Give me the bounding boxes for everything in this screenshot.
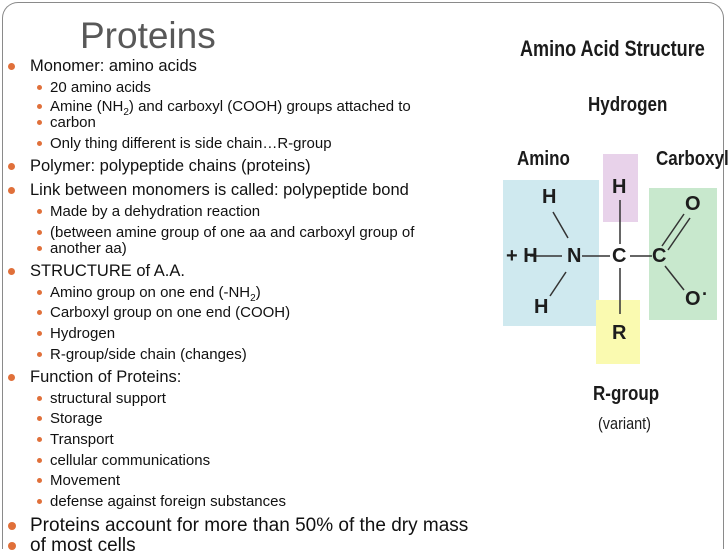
bond-c-o-single [664,265,685,291]
bullet-function-structural: structural support [37,390,166,407]
variant-label: (variant) [598,414,652,433]
diagram-title: Amino Acid Structure [520,36,705,61]
bullet-amino-group: Amino group on one end (-NH2) [37,284,261,304]
bullet-function-defense: defense against foreign substances [37,493,286,510]
atom-h-amino-bottom: H [534,296,549,318]
amino-group-box [503,180,599,326]
bond-n-h-bottom [549,271,567,297]
atom-h-amino-top: H [542,186,557,208]
continuation-text: another aa) [50,240,127,257]
bullet-between-cont: another aa) [37,240,127,257]
bond-n-h-top [552,211,569,239]
bullet-function-transport: Transport [37,431,114,448]
atom-o-top: O [685,193,701,215]
atom-r: R [612,322,627,344]
atom-h-top: H [612,176,627,198]
bullet-function-storage: Storage [37,410,103,427]
bullet-monomer: Monomer: amino acids [8,57,197,75]
carboxyl-label: Carboxyl [656,148,728,170]
amino-label: Amino [517,148,570,170]
bullet-hydrogen: Hydrogen [36,325,116,342]
bullet-link: Link between monomers is called: polypep… [8,181,409,199]
hydrogen-label: Hydrogen [588,94,668,116]
bullet-dehydration: Made by a dehydration reaction [36,203,261,220]
atom-plus-h: + H [506,245,538,267]
atom-c-carboxyl: C [652,245,667,267]
bullet-between: (between amine group of one aa and carbo… [36,224,415,241]
continuation-text: carbon [50,114,96,131]
carboxyl-group-box [649,188,717,320]
bullet-r-group: R-group/side chain (changes) [37,346,247,363]
bullet-amine-carboxyl-cont: carbon [37,114,96,131]
bullet-polymer: Polymer: polypeptide chains (proteins) [8,157,311,175]
slide-title: Proteins [80,15,216,56]
bond-c-o-double-b [667,217,691,251]
bullet-carboxyl-group: Carboxyl group on one end (COOH) [36,304,291,321]
atom-n: N [567,245,582,267]
r-group-label: R-group [593,383,660,405]
bullet-function-movement: Movement [36,472,121,489]
charge-dot: · [702,284,708,304]
bullet-20-amino-acids: 20 amino acids [37,79,151,96]
bullet-structure: STRUCTURE of A.A. [8,262,185,280]
atom-c-center: C [612,245,627,267]
bullet-side-chain: Only thing different is side chain…R-gro… [37,135,332,152]
bullet-function: Function of Proteins: [7,368,182,386]
bullet-amine-carboxyl: Amine (NH2) and carboxyl (COOH) groups a… [37,98,411,118]
bond-c-o-double-a [661,213,685,247]
slide-frame [2,2,724,549]
r-group-box [596,300,640,364]
bullet-function-communications: cellular communications [36,452,211,469]
atom-o-minus: O [685,288,701,310]
bullet-dry-mass: Proteins account for more than 50% of th… [7,515,469,536]
